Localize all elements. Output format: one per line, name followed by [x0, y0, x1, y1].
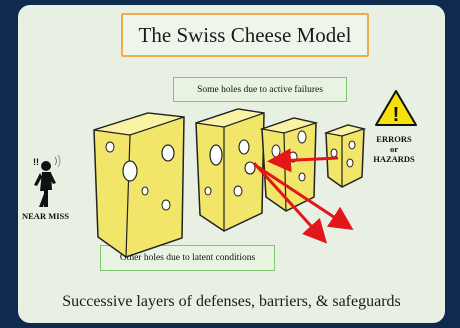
caption: Successive layers of defenses, barriers,…: [62, 293, 401, 310]
active-failures-label: Some holes due to active failures: [173, 77, 347, 102]
cheese-layer-4: [323, 124, 367, 188]
svg-text:!!: !!: [33, 157, 39, 167]
cheese-layer-3: [259, 117, 319, 212]
diagram-title: The Swiss Cheese Model: [121, 13, 369, 57]
cheese-diagram: !!: [33, 90, 417, 258]
slide-panel: The Swiss Cheese Model Some holes due to…: [18, 5, 445, 323]
cheese-layer-1: [93, 112, 185, 258]
person-icon: !!: [33, 154, 61, 207]
cheese-layer-2: [195, 108, 265, 232]
hazard-arrow-through: [267, 148, 339, 173]
hazards-line-3: HAZARDS: [373, 154, 415, 164]
hazard-arrow-down-1: [252, 161, 328, 244]
hazard-arrow-down-2: [257, 165, 354, 230]
hazards-line-1: ERRORS: [376, 134, 412, 144]
warning-icon: !: [375, 90, 417, 126]
warning-mark: !: [393, 104, 400, 126]
near-miss-label: NEAR MISS: [22, 211, 69, 221]
hazards-line-2: or: [389, 144, 399, 154]
hazards-label: ERRORS or HAZARDS: [370, 134, 418, 164]
hazard-arrows: [252, 148, 354, 244]
